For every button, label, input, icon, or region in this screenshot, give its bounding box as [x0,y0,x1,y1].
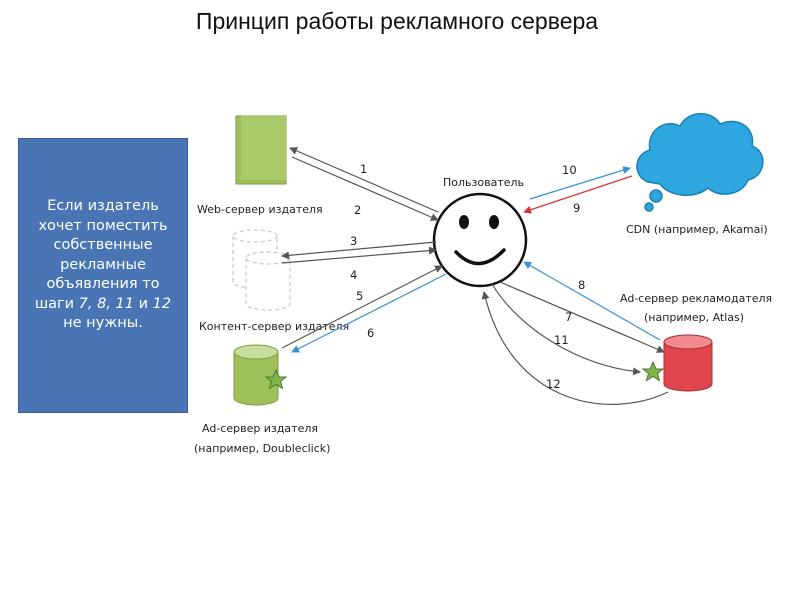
step-label-9: 9 [573,201,580,215]
note-steps: 7, 8, 11 [78,295,135,312]
slide-title: Принцип работы рекламного сервера [195,8,599,34]
note-text: и [134,295,153,312]
arrow-step-12 [481,291,669,405]
step-label-7: 7 [565,310,572,324]
publisher-ad-server-label: Ad-сервер издателя [202,422,318,435]
arrow-step-4 [281,246,437,264]
user-smiley-icon [432,192,528,288]
step-label-2: 2 [354,203,361,217]
content-server-icon [232,229,291,311]
step-label-4: 4 [350,268,357,282]
star-icon [641,360,665,382]
note-line: рекламные [60,256,146,273]
arrow-step-9 [523,175,633,214]
advertiser-ad-server-icon [663,334,713,392]
advertiser-ad-server-sublabel: (например, Atlas) [644,311,744,324]
advertiser-ad-server-label: Ad-сервер рекламодателя [620,292,772,305]
step-label-1: 1 [360,162,367,176]
step-label-10: 10 [562,163,577,177]
note-line: объявления то [46,276,160,292]
arrow-step-5 [281,265,443,349]
arrow-step-2 [291,156,439,221]
cdn-cloud-icon [636,113,764,212]
note-line: собственные [53,237,153,253]
content-server-label: Контент-сервер издателя [199,320,349,333]
step-label-11: 11 [554,333,569,347]
note-line: хочет поместить [38,217,168,234]
step-label-8: 8 [578,278,585,292]
publisher-ad-server-sublabel: (например, Doubleclick) [194,442,330,455]
web-server-icon [235,115,287,185]
note-text: шаги [34,295,79,312]
arrow-step-11 [491,283,641,376]
note-line: не нужны. [63,315,143,331]
arrow-step-7 [499,281,665,353]
arrow-step-1 [289,147,439,213]
info-callout: Если издатель хочет поместить собственны… [18,138,188,413]
arrow-step-3 [281,241,437,260]
user-label: Пользователь [443,176,524,189]
step-label-6: 6 [367,326,374,340]
note-line: Если издатель [47,198,159,214]
star-icon [264,368,288,390]
publisher-ad-server-icon [233,344,279,406]
note-line: шаги 7, 8, 11 и 12 [19,295,187,315]
note-steps: 12 [152,295,172,312]
arrow-step-6 [291,273,447,353]
step-label-12: 12 [546,377,561,391]
web-server-label: Web-сервер издателя [197,203,323,216]
step-label-3: 3 [350,234,357,248]
cdn-label: CDN (например, Akamai) [626,223,768,236]
arrow-step-10 [529,166,631,200]
step-label-5: 5 [356,289,363,303]
arrow-step-8 [523,261,661,341]
